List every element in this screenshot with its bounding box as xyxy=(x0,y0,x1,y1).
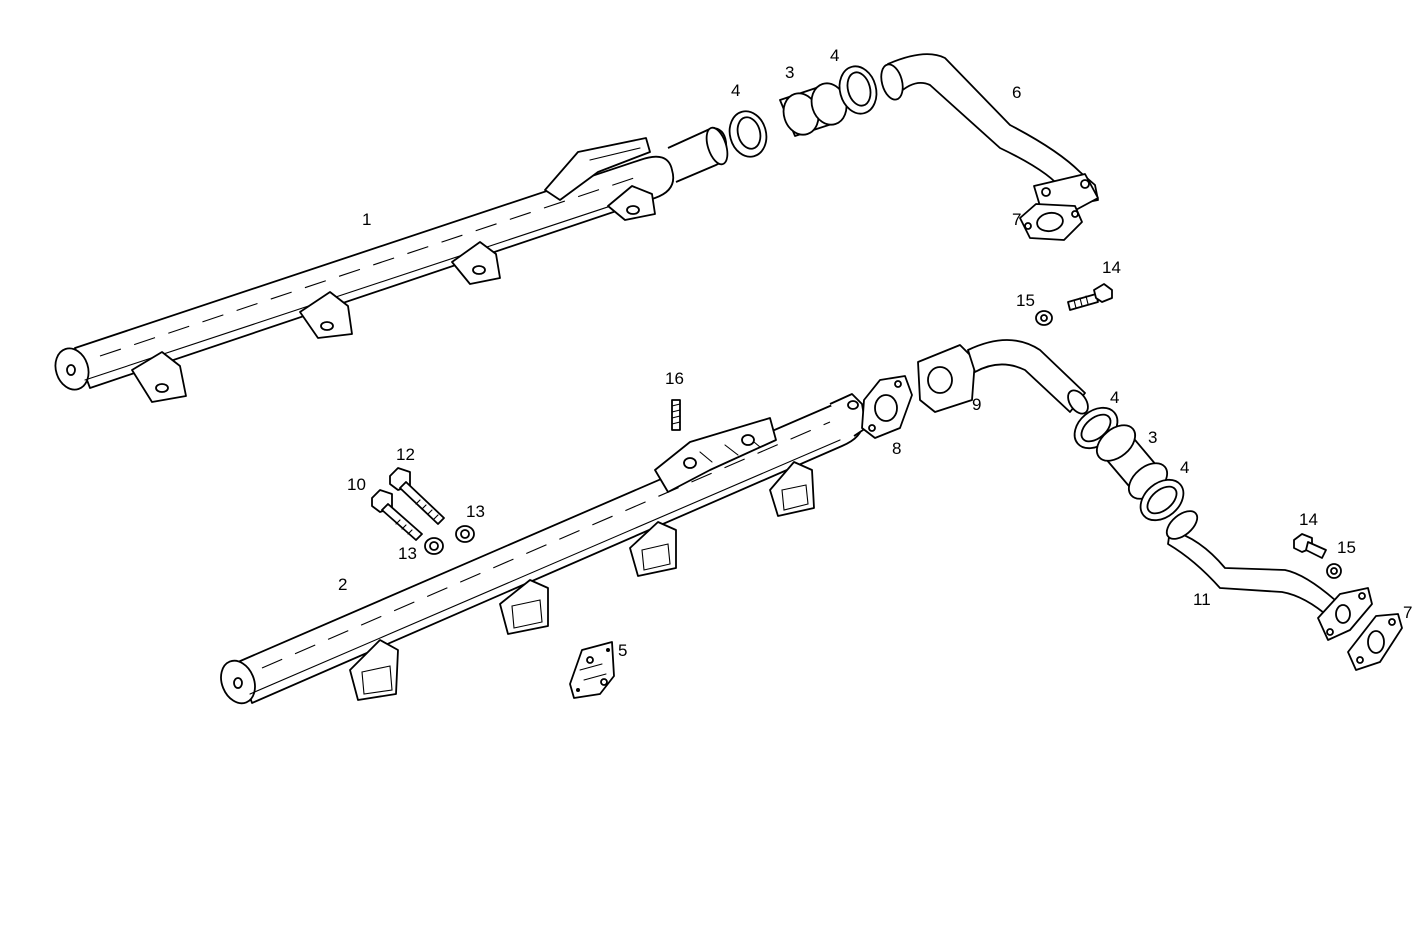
callout-4-upper-right: 4 xyxy=(830,46,839,65)
callout-4-upper-left: 4 xyxy=(731,81,740,100)
part-14-bolt-top xyxy=(1067,283,1113,311)
callout-9: 9 xyxy=(972,395,981,414)
callout-11: 11 xyxy=(1193,590,1211,609)
callout-13-left: 13 xyxy=(398,544,417,563)
part-9-flanged-pipe xyxy=(917,339,1089,415)
callout-16: 16 xyxy=(665,369,684,388)
callout-6: 6 xyxy=(1012,83,1021,102)
part-1-upper-manifold-pipe xyxy=(54,126,729,403)
part-13-nut-right xyxy=(455,525,475,543)
callout-7-lower: 7 xyxy=(1403,603,1412,622)
callout-10: 10 xyxy=(347,475,366,494)
part-16-stud xyxy=(671,399,681,431)
callout-2: 2 xyxy=(338,575,347,594)
part-10-bolt xyxy=(371,489,423,541)
part-4-ring-upper-left xyxy=(728,110,768,158)
callout-14-top: 14 xyxy=(1102,258,1121,277)
part-13-nut-left xyxy=(424,537,444,555)
callout-3-lower: 3 xyxy=(1148,428,1157,447)
part-8-gasket xyxy=(861,375,913,439)
callout-5: 5 xyxy=(618,641,627,660)
callout-8: 8 xyxy=(892,439,901,458)
callout-15-lower: 15 xyxy=(1337,538,1356,557)
part-4-ring-upper-right xyxy=(838,65,878,115)
callout-4-lower-left: 4 xyxy=(1110,388,1119,407)
part-5-gasket-plate xyxy=(569,641,615,699)
part-6-bent-pipe-upper xyxy=(880,53,1099,213)
callout-12: 12 xyxy=(396,445,415,464)
part-11-bent-pipe-lower xyxy=(1165,510,1373,641)
callout-15-top: 15 xyxy=(1016,291,1035,310)
part-12-bolt xyxy=(389,467,445,525)
callout-4-lower-right: 4 xyxy=(1180,458,1189,477)
part-15-washer-top xyxy=(1035,310,1053,326)
callout-7-upper: 7 xyxy=(1012,210,1021,229)
part-14-bolt-lower xyxy=(1293,533,1327,559)
part-4-ring-lower-right xyxy=(1139,478,1185,522)
callout-14-lower: 14 xyxy=(1299,510,1318,529)
part-2-lower-manifold-pipe xyxy=(220,393,867,705)
part-7-gasket-lower xyxy=(1347,613,1403,671)
callout-1: 1 xyxy=(362,210,371,229)
callout-13-right: 13 xyxy=(466,502,485,521)
part-15-washer-lower xyxy=(1326,563,1342,579)
callout-3-upper: 3 xyxy=(785,63,794,82)
part-7-gasket-upper xyxy=(1019,203,1083,241)
